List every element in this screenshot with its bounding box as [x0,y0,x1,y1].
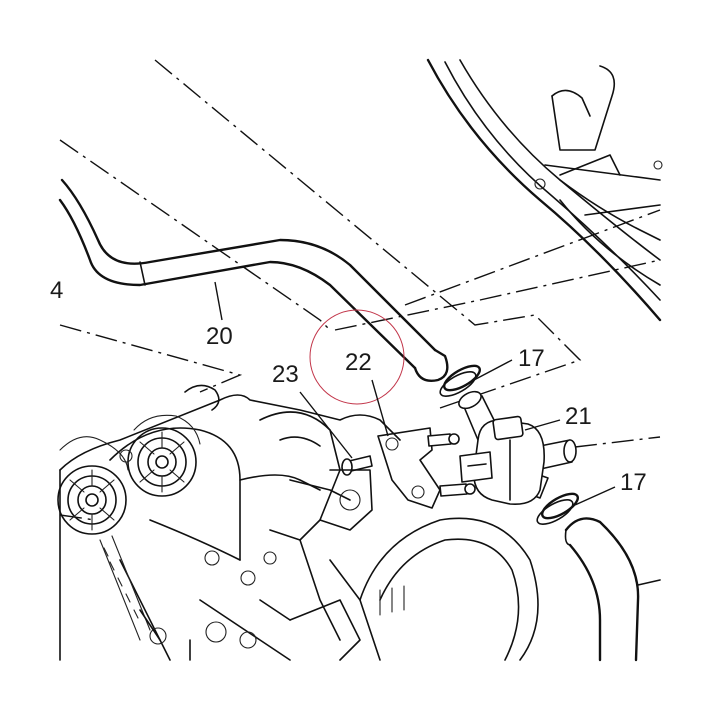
hose-lower [564,517,661,662]
callout-21: 21 [565,403,592,430]
highlight-circle [309,309,405,405]
callout-20: 20 [206,323,233,350]
bracket-22 [377,427,476,509]
callout-23: 23 [272,361,299,388]
oring-17-bottom [536,492,579,525]
hose-20 [58,178,449,382]
leader-lines [214,281,616,506]
callout-4: 4 [50,277,63,304]
callout-17-bottom: 17 [620,469,647,496]
assembly-centerlines [59,59,661,521]
bolt-23 [341,455,373,476]
callout-17-top: 17 [518,345,545,372]
oring-17-top [439,364,481,397]
callout-22: 22 [345,349,372,376]
engine-block [57,384,539,661]
fairing-frame [426,58,663,322]
valve-21 [458,390,577,506]
